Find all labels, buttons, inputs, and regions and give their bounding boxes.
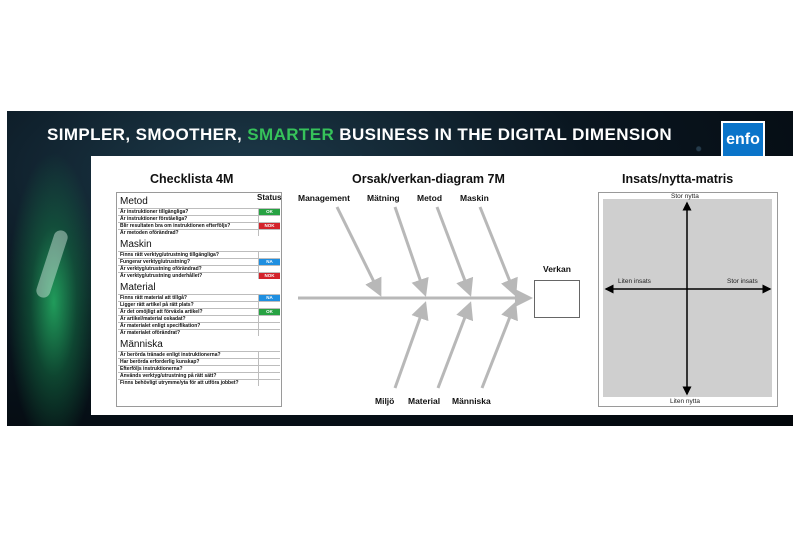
status-badge: NOK	[258, 273, 280, 279]
checklist-question: Är materialet enligt specifikation?	[120, 323, 201, 329]
checklist-question: Är materialet oförändrat?	[120, 330, 181, 336]
status-badge	[258, 323, 280, 329]
matrix-left-label: Liten insats	[618, 278, 651, 285]
checklist-row: Fungerar verktyg/utrustning? NA	[118, 258, 280, 265]
checklist-question: Är instruktioner förståeliga?	[120, 216, 188, 222]
headline-part3: BUSINESS IN THE DIGITAL DIMENSION	[339, 125, 673, 144]
status-badge	[258, 380, 280, 386]
status-badge	[258, 230, 280, 236]
matrix-title: Insats/nytta-matris	[622, 172, 734, 186]
matrix-top-label: Stor nytta	[671, 193, 699, 200]
checklist-row: Finns rätt verktyg/utrustning tillgängli…	[118, 251, 280, 258]
checklist-category-3: Människa	[120, 339, 163, 350]
status-badge	[258, 330, 280, 336]
status-badge: NOK	[258, 223, 280, 229]
checklist-question: Blir resultaten bra om instruktionen eft…	[120, 223, 231, 229]
checklist-row: Är instruktioner förståeliga?	[118, 215, 280, 222]
status-badge	[258, 373, 280, 379]
cause-manniska: Människa	[452, 396, 491, 406]
checklist-row: Har berörda erforderlig kunskap?	[118, 358, 280, 365]
checklist-question: Har berörda erforderlig kunskap?	[120, 359, 200, 365]
cause-matning: Mätning	[367, 193, 400, 203]
checklist-row: Är verktyg/utrustning oförändrad?	[118, 265, 280, 272]
checklist-row: Är instruktioner tillgängliga? OK	[118, 208, 280, 215]
checklist-category-2: Material	[120, 282, 156, 293]
status-badge	[258, 352, 280, 358]
bone-miljo	[393, 301, 429, 389]
effect-label: Verkan	[543, 264, 571, 274]
checklist-row: Ligger rätt artikel på rätt plats?	[118, 301, 280, 308]
checklist-question: Efterföljs instruktionerna?	[120, 366, 183, 372]
checklist-row: Är verktyg/utrustning underhållet? NOK	[118, 272, 280, 279]
headline: SIMPLER, SMOOTHER, SMARTER BUSINESS IN T…	[47, 125, 672, 145]
status-badge	[258, 266, 280, 272]
cause-metod: Metod	[417, 193, 443, 203]
status-header: Status	[257, 193, 282, 202]
checklist-question: Är metoden oförändrad?	[120, 230, 179, 236]
checklist-question: Används verktyg/utrustning på rätt sätt?	[120, 373, 217, 379]
cause-management: Management	[298, 193, 350, 203]
checklist-row: Finns rätt material att tillgå? NA	[118, 294, 280, 301]
checklist-row: Är berörda tränade enligt instruktionern…	[118, 351, 280, 358]
matrix-right-label: Stor insats	[727, 278, 758, 285]
cause-maskin: Maskin	[460, 193, 489, 203]
checklist-category-1: Maskin	[120, 239, 152, 250]
status-badge	[258, 252, 280, 258]
checklist-row: Används verktyg/utrustning på rätt sätt?	[118, 372, 280, 379]
checklist-question: Är artikel/material oskadat?	[120, 316, 186, 322]
bone-management	[335, 206, 382, 297]
enfo-logo: enfo	[721, 121, 765, 159]
checklist-question: Fungerar verktyg/utrustning?	[120, 259, 191, 265]
bone-maskin	[478, 206, 518, 297]
headline-part1: SIMPLER, SMOOTHER,	[47, 125, 243, 144]
checklist-question: Finns rätt material att tillgå?	[120, 295, 187, 301]
checklist-row: Är metoden oförändrad?	[118, 229, 280, 236]
status-badge: OK	[258, 209, 280, 215]
checklist-question: Finns rätt verktyg/utrustning tillgängli…	[120, 252, 219, 258]
checklist-question: Är berörda tränade enligt instruktionern…	[120, 352, 221, 358]
status-badge	[258, 366, 280, 372]
checklist-question: Är verktyg/utrustning oförändrad?	[120, 266, 202, 272]
status-badge	[258, 302, 280, 308]
checklist-row: Efterföljs instruktionerna?	[118, 365, 280, 372]
cause-material: Material	[408, 396, 441, 406]
checklist-title: Checklista 4M	[150, 172, 234, 186]
checklist-row: Är det omöjligt att förväxla artikel? OK	[118, 308, 280, 315]
dancer-image	[7, 151, 92, 426]
status-badge	[258, 316, 280, 322]
status-badge: NA	[258, 259, 280, 265]
fishbone-title: Orsak/verkan-diagram 7M	[352, 172, 505, 186]
checklist-row: Är artikel/material oskadat?	[118, 315, 280, 322]
status-badge	[258, 359, 280, 365]
bone-manniska	[480, 301, 518, 389]
checklist-row: Är materialet enligt specifikation?	[118, 322, 280, 329]
headline-part2: SMARTER	[247, 125, 335, 144]
checklist-question: Är instruktioner tillgängliga?	[120, 209, 189, 215]
checklist-row: Blir resultaten bra om instruktionen eft…	[118, 222, 280, 229]
checklist-category-0: Metod	[120, 196, 148, 207]
bone-metod	[435, 206, 474, 297]
cause-miljo: Miljö	[375, 396, 395, 406]
matrix-bottom-label: Liten nytta	[670, 398, 700, 405]
checklist-question: Finns behövligt utrymme/yta för att utfö…	[120, 380, 239, 386]
checklist-question: Ligger rätt artikel på rätt plats?	[120, 302, 194, 308]
checklist-question: Är verktyg/utrustning underhållet?	[120, 273, 203, 279]
status-badge	[258, 216, 280, 222]
checklist-row: Är materialet oförändrat?	[118, 329, 280, 336]
checklist-question: Är det omöjligt att förväxla artikel?	[120, 309, 203, 315]
checklist-row: Finns behövligt utrymme/yta för att utfö…	[118, 379, 280, 386]
effect-box	[534, 280, 580, 318]
status-badge: NA	[258, 295, 280, 301]
bone-material	[436, 301, 474, 389]
bone-matning	[393, 206, 429, 297]
status-badge: OK	[258, 309, 280, 315]
